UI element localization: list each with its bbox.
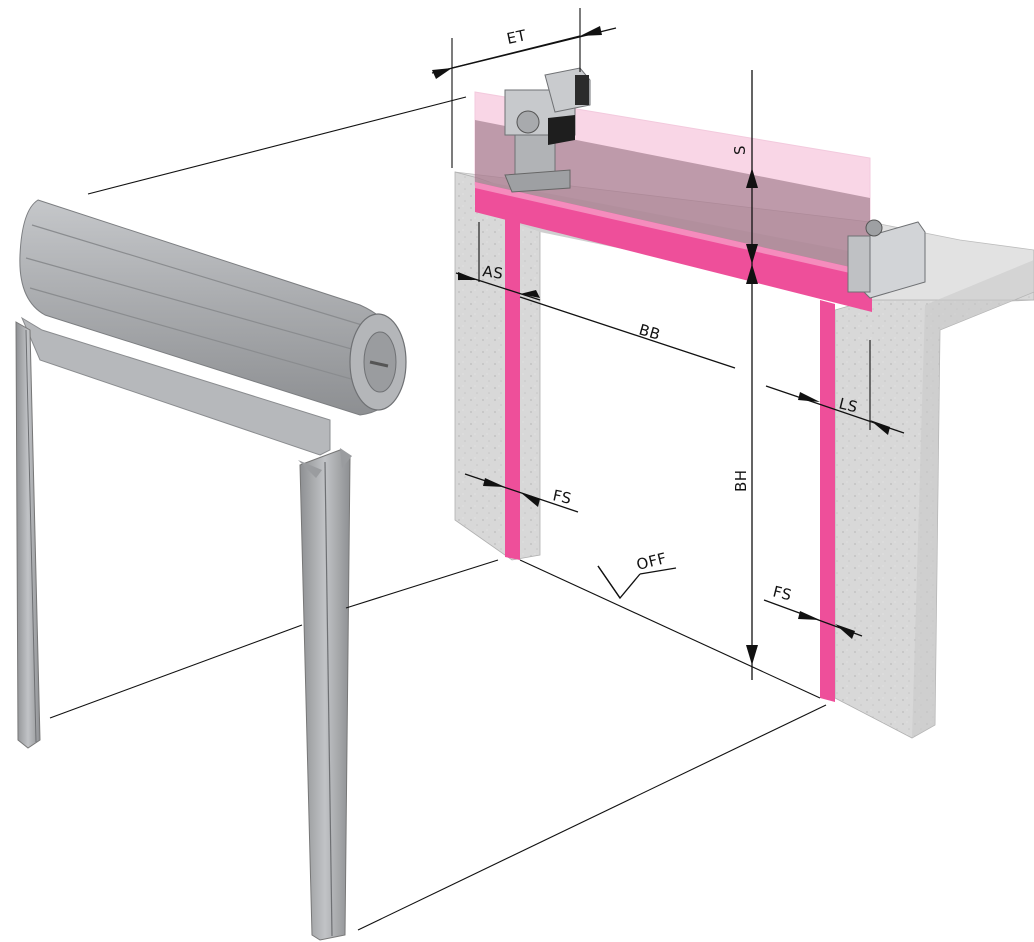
left-guide-rail (15, 321, 41, 749)
frame-top-beam (475, 182, 872, 312)
shutter-assembly (15, 199, 407, 941)
label-et: ET (505, 26, 528, 48)
dim-bb (519, 296, 736, 369)
installation-frame (475, 182, 872, 702)
label-as: AS (481, 262, 504, 283)
dim-as (455, 222, 541, 301)
label-fs-right: FS (771, 582, 794, 604)
label-bh: BH (732, 469, 750, 492)
projection-lines (49, 96, 827, 931)
label-ls: LS (837, 394, 860, 416)
floor-level-symbol (597, 565, 677, 600)
label-bb: BB (637, 321, 663, 344)
right-guide-rail (299, 449, 351, 941)
left-wall (454, 171, 541, 561)
dim-ls (765, 340, 905, 435)
label-fs-left: FS (551, 486, 573, 508)
label-s: S (731, 145, 749, 155)
drive-motor (504, 67, 591, 193)
frame-left-post (505, 212, 520, 560)
dim-s-bh (746, 70, 758, 680)
dim-et (431, 8, 617, 168)
dim-fs-left (464, 473, 579, 513)
right-bearing-bracket (847, 219, 926, 299)
frame-right-post (820, 300, 835, 702)
dim-fs-right (763, 599, 863, 639)
